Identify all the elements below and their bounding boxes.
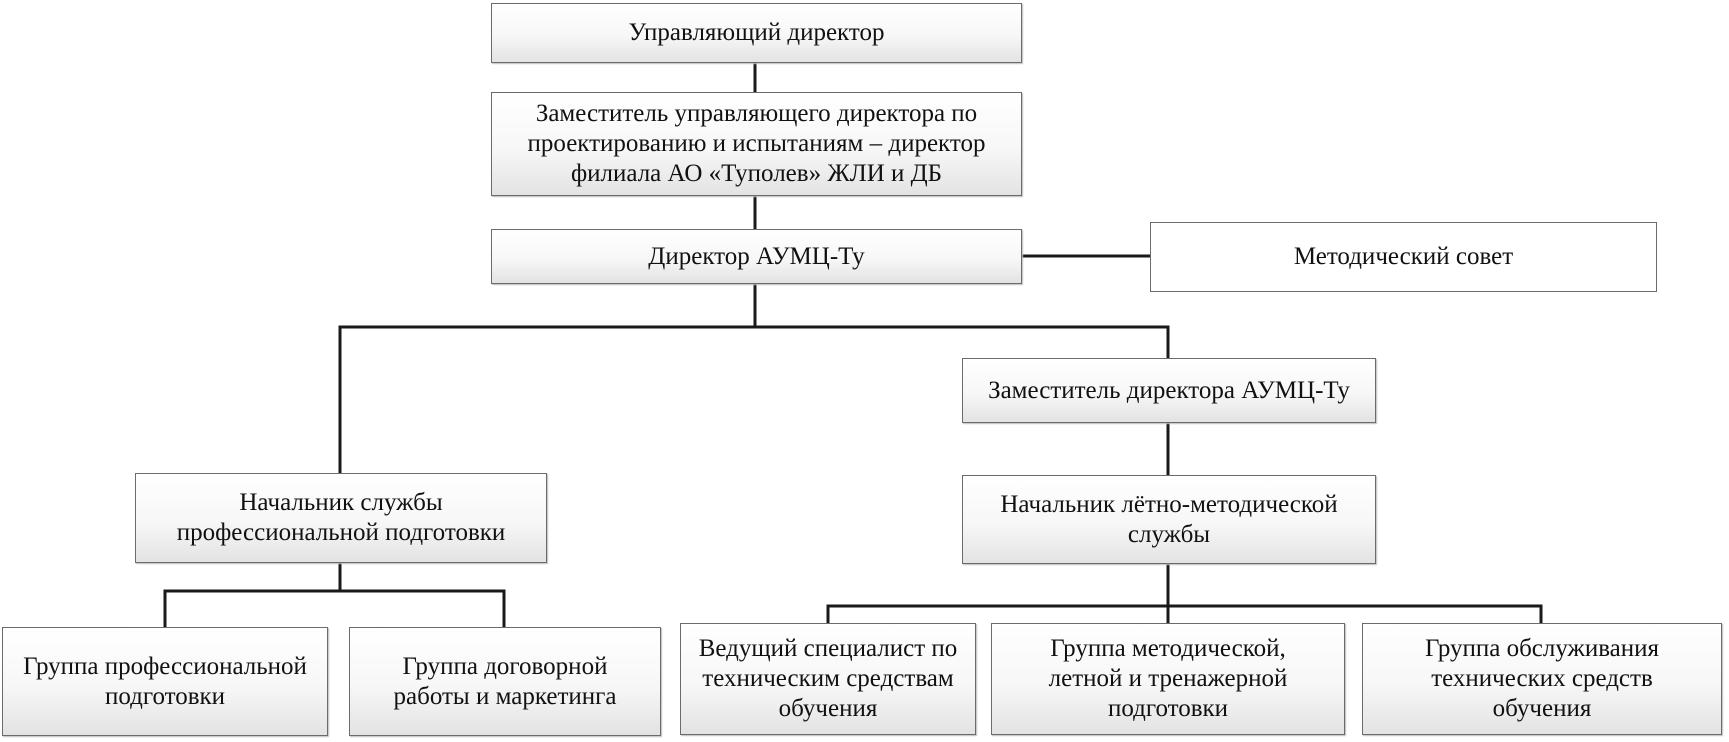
node-group-tech-means-service-label: Группа обслуживания технических средств … (1424, 635, 1660, 722)
node-group-methodical-flight-sim-label: Группа методической, летной и тренажерно… (1048, 635, 1288, 722)
node-head-professional-training: Начальник службы профессиональной подгот… (135, 473, 547, 563)
edge-professional-head-to-groups (163, 561, 342, 629)
node-group-tech-means-service: Группа обслуживания технических средств … (1362, 623, 1722, 735)
node-director-aumc-label: Директор АУМЦ-Ту (648, 242, 865, 270)
node-group-professional-training: Группа профессиональной подготовки (2, 627, 328, 736)
node-group-contract-marketing-label: Группа договорной работы и маркетинга (393, 652, 617, 710)
node-methodical-council-label: Методический совет (1293, 243, 1514, 270)
node-head-professional-training-label: Начальник службы профессиональной подгот… (176, 489, 506, 546)
node-group-contract-marketing: Группа договорной работы и маркетинга (349, 627, 661, 736)
edge-director-branches (338, 325, 1170, 475)
node-deputy-director-aumc: Заместитель директора АУМЦ-Ту (962, 358, 1376, 423)
node-lead-specialist-tech-means: Ведущий специалист по техническим средст… (680, 623, 976, 735)
edge-flight-head-to-groups (826, 604, 1543, 625)
node-managing-director: Управляющий директор (491, 3, 1022, 63)
node-director-aumc: Директор АУМЦ-Ту (491, 229, 1022, 284)
node-head-flight-methodical: Начальник лётно-методической службы (962, 475, 1376, 564)
node-head-flight-methodical-label: Начальник лётно-методической службы (1000, 490, 1338, 548)
node-group-methodical-flight-sim: Группа методической, летной и тренажерно… (991, 623, 1345, 735)
edge-professional-head-to-marketing (338, 589, 506, 629)
node-deputy-managing-director: Заместитель управляющего директора по пр… (491, 92, 1022, 196)
node-methodical-council: Методический совет (1150, 222, 1657, 292)
node-deputy-managing-director-label: Заместитель управляющего директора по пр… (527, 100, 986, 187)
node-lead-specialist-tech-means-label: Ведущий специалист по техническим средст… (698, 635, 958, 722)
node-deputy-director-aumc-label: Заместитель директора АУМЦ-Ту (988, 376, 1350, 404)
node-group-professional-training-label: Группа профессиональной подготовки (23, 652, 307, 710)
node-managing-director-label: Управляющий директор (628, 19, 885, 46)
